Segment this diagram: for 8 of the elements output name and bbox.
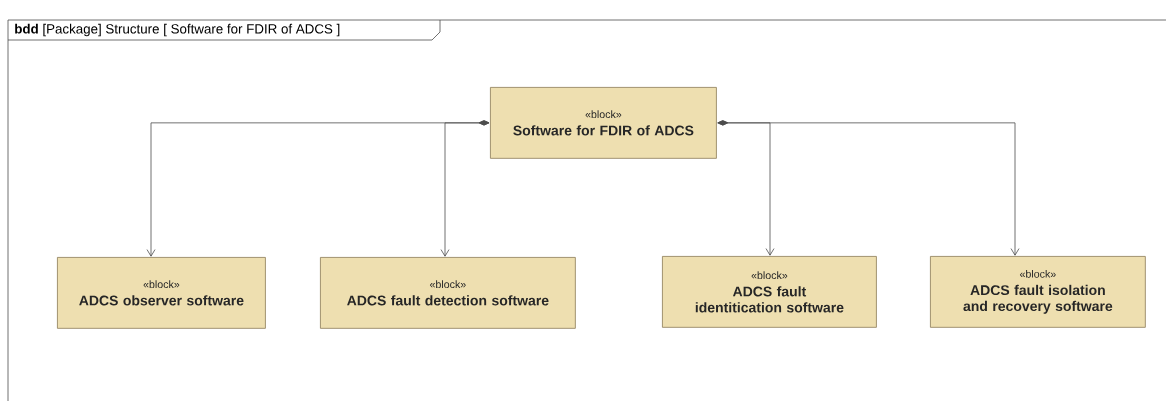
frame-title: bdd [Package] Structure [ Software for FDIR of ADCS ] — [15, 23, 340, 37]
block-box: «block» ADCS fault detection software — [320, 257, 576, 329]
block-box: «block» Software for FDIR of ADCS — [490, 87, 717, 159]
block-box: «block» ADCS fault identitication software — [662, 256, 877, 328]
block-box: «block» ADCS fault isolation and recovery software — [930, 256, 1146, 328]
block-box: «block» ADCS observer software — [57, 257, 266, 329]
composition-arrow — [717, 120, 1020, 256]
composition-arrow — [440, 120, 490, 257]
